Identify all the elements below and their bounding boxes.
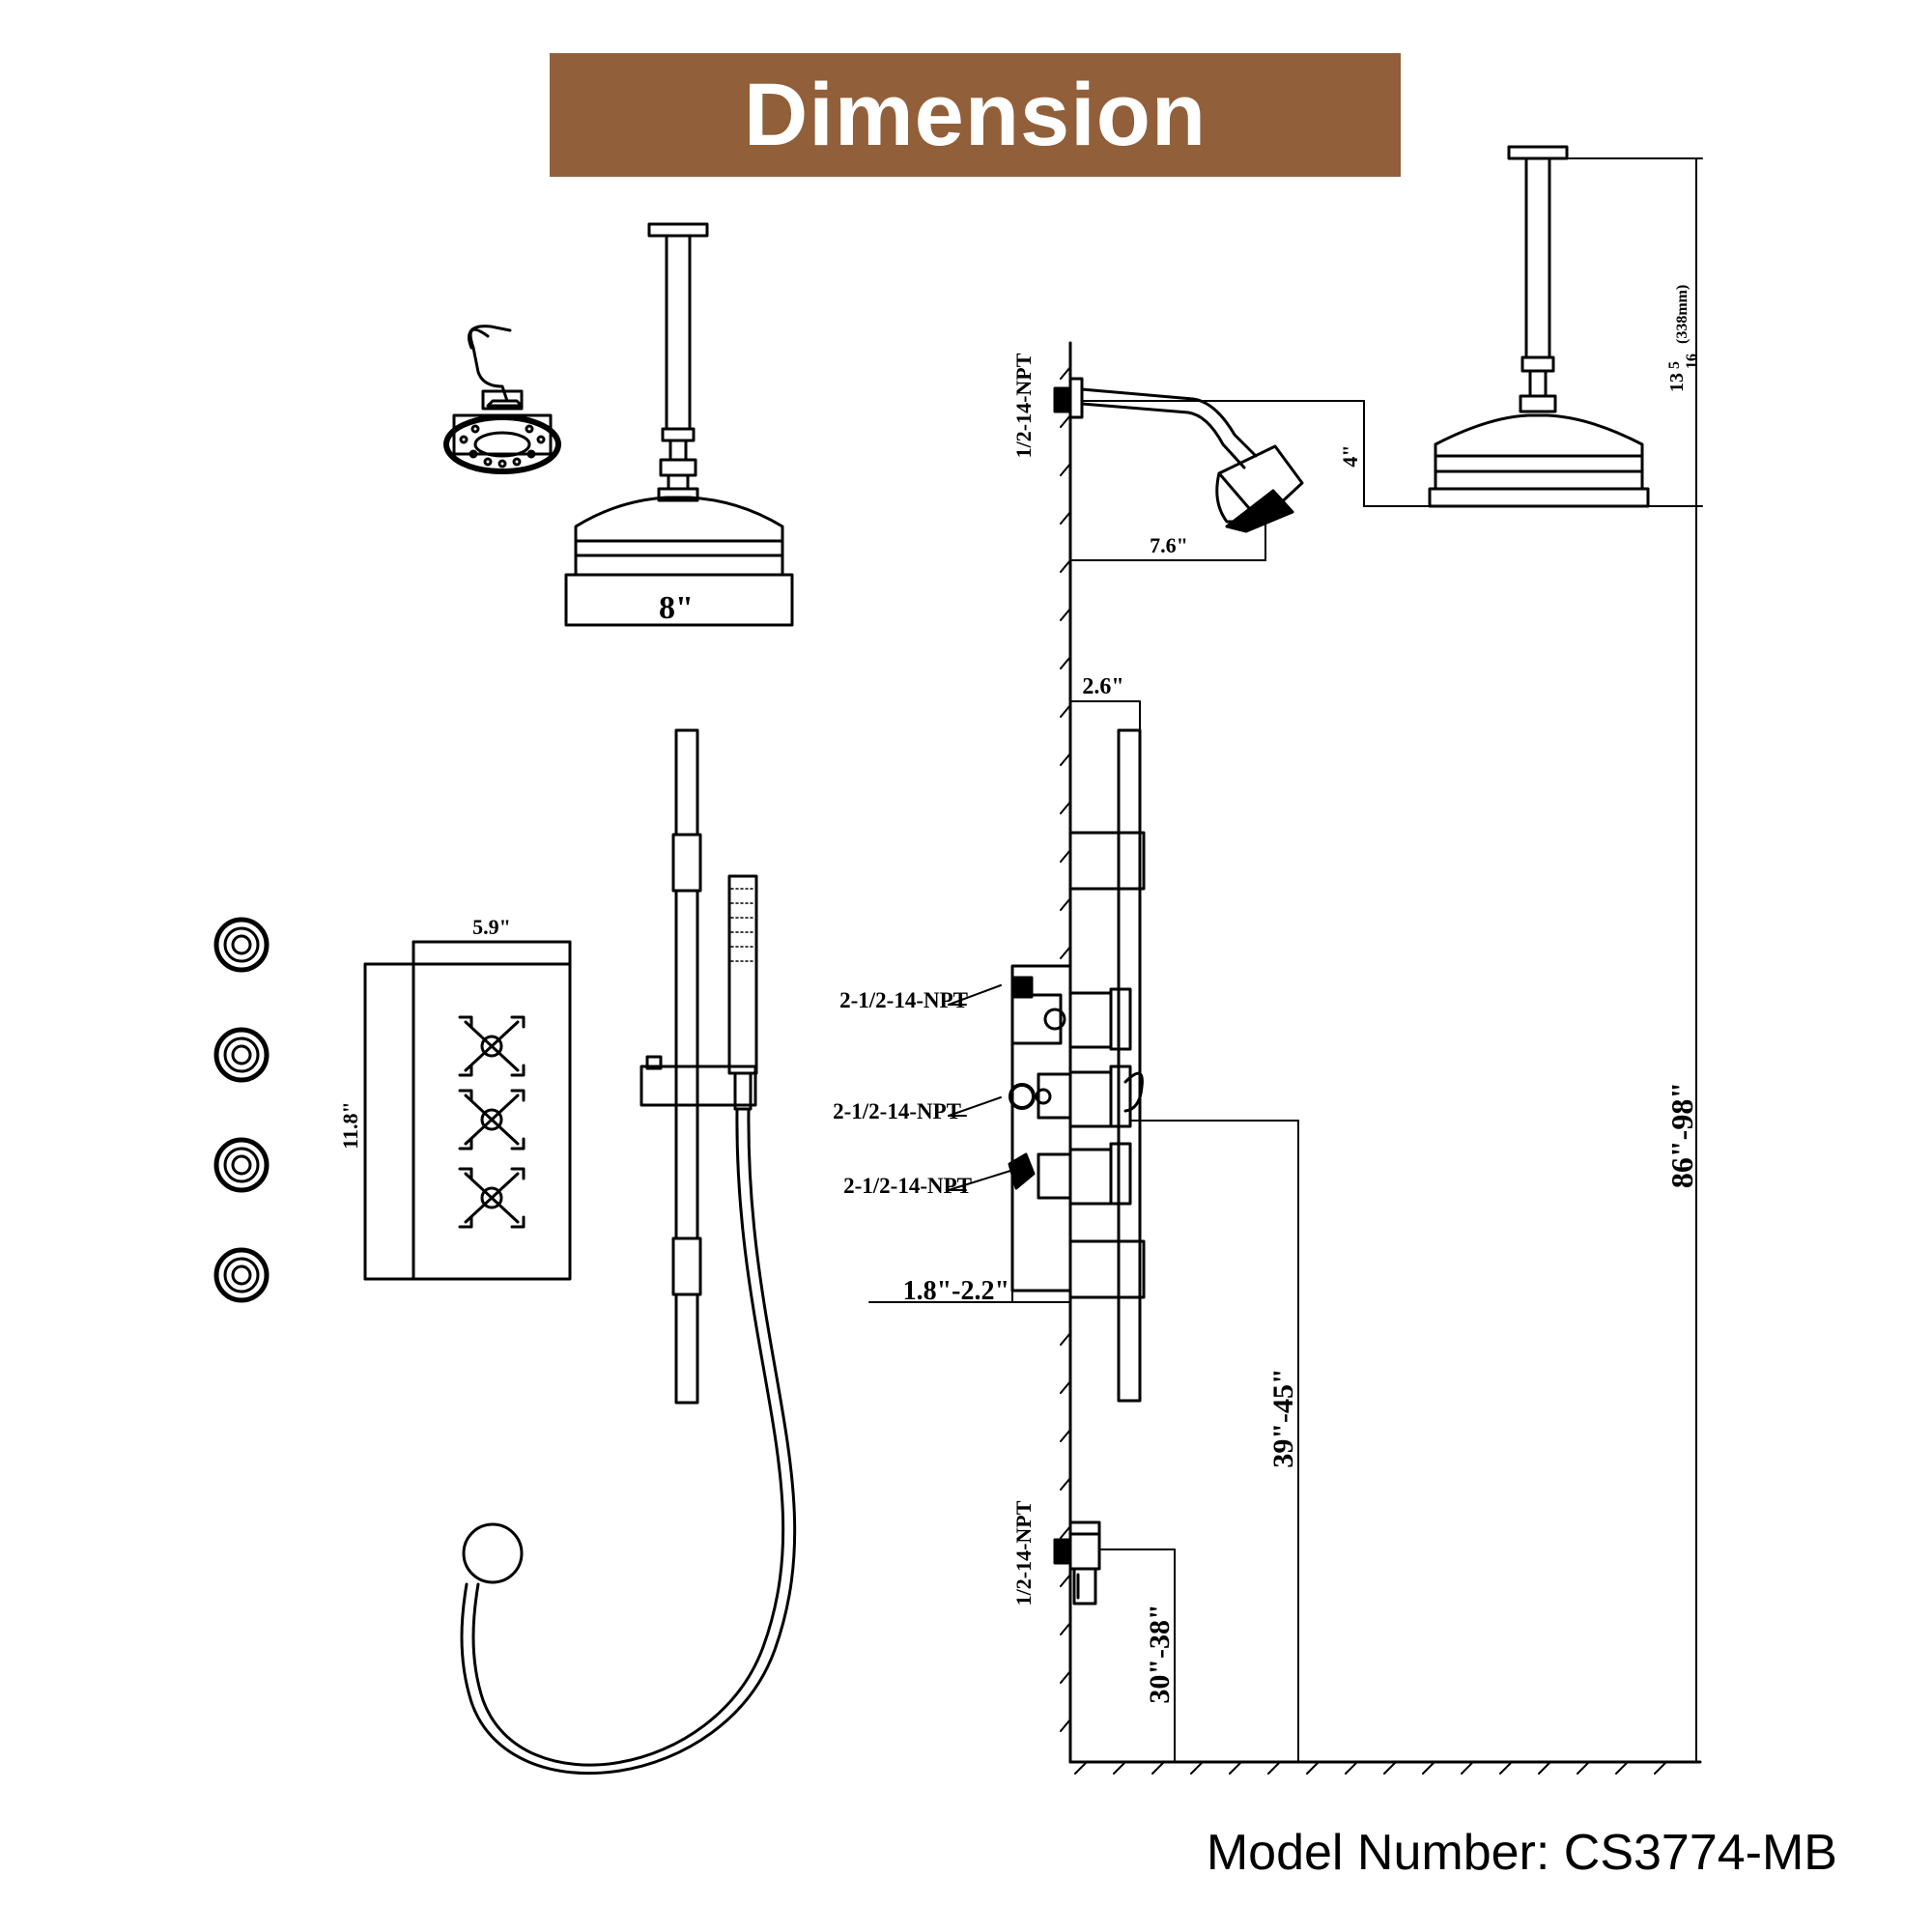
rain-shower-head-icon [564, 222, 794, 627]
rain-head-diameter-label: 8" [659, 590, 694, 626]
top-arm-npt-label: 1/2-14-NPT [1011, 353, 1036, 458]
valve-height-label: 39"-45" [1267, 1368, 1299, 1467]
ceiling-drop-frac-num: 5 [1666, 361, 1683, 369]
supply-elbow-height-label: 30"-38" [1144, 1604, 1176, 1703]
ceiling-drop-mm: (338mm) [1674, 285, 1690, 344]
supply-elbow-icon [1053, 1520, 1101, 1605]
valve-body-side-icon [1008, 964, 1144, 1293]
valve-trim-plate-icon [363, 940, 572, 1281]
wall-depth-label: 1.8"-2.2" [903, 1276, 1009, 1306]
title-banner: Dimension [550, 53, 1401, 177]
ceiling-drop-label: 13 5 16 (338mm) [1666, 285, 1700, 392]
slide-bar-hand-shower-icon [460, 728, 797, 1776]
wall-arm-shower-head-icon [1053, 377, 1304, 533]
ceiling-drop-main: 13 [1666, 373, 1688, 392]
total-height-label: 86"-98" [1664, 1082, 1699, 1188]
slide-bar-side-icon [1068, 728, 1146, 1403]
ceiling-drop-frac-den: 16 [1684, 354, 1700, 369]
valve-port-1-label: 2-1/2-14-NPT [839, 988, 968, 1012]
arm-drop-label: 4" [1338, 444, 1362, 467]
bottom-elbow-npt-label: 1/2-14-NPT [1011, 1500, 1036, 1605]
valve-plate-width-label: 5.9" [472, 915, 511, 939]
model-number: Model Number: CS3774-MB [1206, 1825, 1837, 1881]
ceiling-rain-head-icon [1428, 145, 1650, 508]
valve-port-3-label: 2-1/2-14-NPT [843, 1174, 972, 1198]
wall-section [1060, 341, 1702, 1775]
arm-reach-label: 7.6" [1150, 533, 1188, 557]
page-title: Dimension [743, 65, 1208, 164]
small-shower-head-icon [443, 325, 561, 474]
body-jet-icon [213, 917, 270, 1303]
valve-port-2-label: 2-1/2-14-NPT [833, 1099, 961, 1123]
valve-plate-height-label: 11.8" [338, 1101, 362, 1150]
slide-bar-projection-label: 2.6" [1082, 674, 1123, 699]
